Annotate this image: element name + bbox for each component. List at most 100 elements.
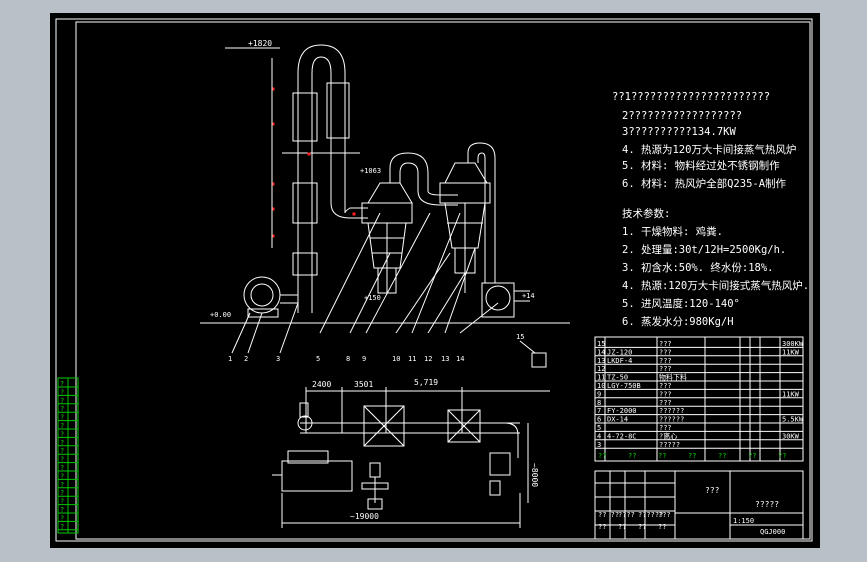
title-scale: 1:150 (733, 517, 754, 525)
bom-header-cell: ?? (778, 452, 786, 460)
callout-leaders (231, 212, 547, 368)
tech-p2: 2. 处理量:30t/12H=2500Kg/h. (622, 244, 786, 256)
callout-13: 13 (441, 355, 449, 363)
bom-name: ?????? (659, 407, 684, 415)
bom-name: ??? (659, 399, 672, 407)
bom-no: 15 (597, 340, 605, 348)
bom-no: 7 (597, 407, 601, 415)
strip-cell: ? (60, 472, 64, 480)
callout-15: 15 (516, 333, 524, 341)
dim-plan-19000: ~19000 (350, 512, 379, 521)
bom-header-cell: ?? (658, 452, 666, 460)
callout-1: 1 (228, 355, 232, 363)
dim-plan-3501: 3501 (354, 380, 373, 389)
note-line2: 2?????????????????? (622, 110, 742, 122)
strip-cell: ? (60, 388, 64, 396)
red-markers (271, 87, 356, 238)
dim-ground-right: +14 (522, 292, 535, 300)
bom-code: FY-2000 (607, 407, 637, 415)
callout-8: 8 (346, 355, 350, 363)
callout-9: 9 (362, 355, 366, 363)
bom-name: ?????? (659, 416, 684, 424)
elevation-view: +1820 (200, 39, 570, 368)
bom-code: LGY-750B (607, 382, 641, 390)
strip-cell: ? (60, 489, 64, 497)
bom-name: ??? (659, 382, 672, 390)
bom-code: LKDF-4 (607, 357, 632, 365)
bom-kw: 30KW (782, 432, 800, 440)
tech-p3: 3. 初含水:50%. 终水份:18%. (622, 261, 774, 274)
dim-plan-8000: ~8000 (530, 463, 539, 487)
note-line4: 4. 热源为120万大卡间接蒸气热风炉 (622, 143, 796, 156)
bom-no: 9 (597, 390, 601, 398)
strip-cell: ? (60, 405, 64, 413)
bom-header-cell: ?? (598, 452, 606, 460)
bom-kw: 5.5KW (782, 416, 804, 424)
callout-2: 2 (244, 355, 248, 363)
dim-plan-2400: 2400 (312, 380, 331, 389)
callout-11: 11 (408, 355, 416, 363)
bom-header-cell: ?? (748, 452, 756, 460)
callout-10: 10 (392, 355, 400, 363)
revision-strip: ?????????????????? (57, 377, 79, 534)
bom-no: 13 (597, 357, 605, 365)
strip-cell: ? (60, 414, 64, 422)
exhaust-fan (481, 282, 530, 318)
bom-kw: 300KW (782, 340, 804, 348)
tech-p1: 1. 干燥物料: 鸡粪. (622, 225, 723, 238)
bom-no: 5 (597, 424, 601, 432)
outer-frame (55, 18, 813, 542)
bom-code: DX-14 (607, 416, 628, 424)
bom-name: ??? (659, 357, 672, 365)
bom-name: 物料下料 (659, 373, 687, 382)
strip-cell: ? (60, 430, 64, 438)
strip-cell: ? (60, 506, 64, 514)
strip-cell: ? (60, 422, 64, 430)
title-cell: ??? (658, 511, 671, 519)
bom-name: ?离心 (659, 431, 677, 440)
cad-viewport[interactable]: ?????????????????? +1820 (50, 13, 820, 548)
bom-no: 8 (597, 399, 601, 407)
note-line6: 6. 材料: 热风炉全部Q235-A制作 (622, 177, 787, 190)
title-cell: ?? (658, 523, 666, 531)
title-cell: ?? ?? (598, 511, 619, 519)
bom-no: 10 (597, 382, 605, 390)
dim-top-elevation: +1820 (248, 39, 272, 48)
inner-frame (75, 21, 811, 540)
strip-cell: ? (60, 447, 64, 455)
note-line5: 5. 材料: 物料经过处不锈钢制作 (622, 159, 780, 172)
title-drawing-no: QGJ000 (760, 528, 785, 536)
callout-14: 14 (456, 355, 464, 363)
title-cell: ???? (618, 511, 635, 519)
strip-cell: ? (60, 464, 64, 472)
title-cell: ?????? (638, 511, 663, 519)
bom-code: TZ-50 (607, 374, 628, 382)
bom-header-cell: ?? (718, 452, 726, 460)
dim-plan-5719: 5,719 (414, 378, 438, 387)
strip-cell: ? (60, 514, 64, 522)
strip-cell: ? (60, 498, 64, 506)
bom-header-cell: ?? (688, 452, 696, 460)
callout-5: 5 (316, 355, 320, 363)
strip-cell: ? (60, 456, 64, 464)
title-cell: ?? (598, 523, 606, 531)
bom-kw: 11KW (782, 348, 800, 356)
bom-no: 11 (597, 374, 605, 382)
strip-cell: ? (60, 397, 64, 405)
strip-cell: ? (60, 380, 64, 388)
strip-cell: ? (60, 439, 64, 447)
title-right: ????? (755, 500, 779, 509)
dim-ground-left: +0.00 (210, 311, 231, 319)
bom-no: 14 (597, 348, 605, 356)
title-block: ??? ????? 1:150 QGJ000 ?? ??????????????… (594, 470, 804, 540)
bom-code: JZ-120 (607, 348, 632, 356)
tech-p6: 6. 蒸发水分:980Kg/H (622, 315, 734, 328)
bom-name: ??? (659, 390, 672, 398)
bom-name: ??? (659, 365, 672, 373)
bom-kw: 11KW (782, 390, 800, 398)
bom-no: 4 (597, 432, 601, 440)
tech-p5: 5. 进风温度:120-140° (622, 297, 740, 310)
bom-no: 3 (597, 441, 601, 449)
